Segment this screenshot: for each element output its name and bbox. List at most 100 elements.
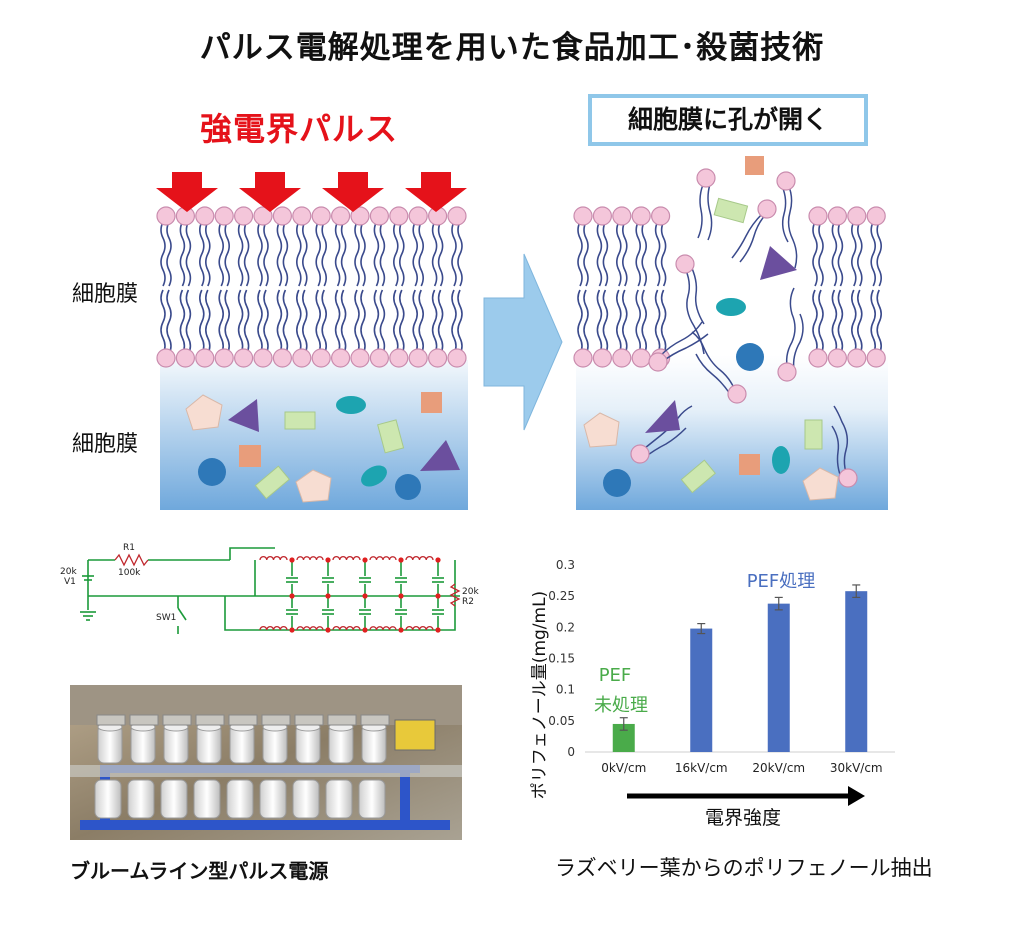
treated-label: PEF処理 <box>747 571 816 592</box>
inductor <box>405 556 434 561</box>
lipid-tail <box>257 289 269 355</box>
teal-ellipse <box>336 396 366 414</box>
lipid-head <box>156 206 176 226</box>
junction-dot <box>289 557 295 563</box>
error-bar <box>697 622 706 635</box>
bar-20kV/cm <box>767 603 790 752</box>
orange-square <box>421 392 442 413</box>
blue-circle <box>198 458 226 486</box>
r2-name-text: R2 <box>462 597 474 607</box>
green-rect <box>284 411 316 430</box>
lipid-head <box>847 206 867 226</box>
resistor-r2 <box>449 583 461 607</box>
pentagon-shape <box>185 394 223 431</box>
lipid-tail <box>160 221 172 287</box>
lipid-tail <box>615 289 628 355</box>
dispersed-lipids <box>639 181 849 481</box>
pentagon-shape <box>802 467 839 501</box>
lipid-head <box>827 206 848 226</box>
lipid-head <box>866 206 886 226</box>
inductor <box>259 556 288 561</box>
capacitor-unit <box>160 714 192 819</box>
lipid-tail <box>315 289 328 355</box>
lipid-tail <box>431 221 444 287</box>
capacitor-unit <box>259 714 291 819</box>
lipid-tail <box>315 221 328 287</box>
triangle-shape <box>645 400 680 433</box>
capacitor <box>322 560 334 630</box>
junction-dot <box>362 627 368 633</box>
lipid-tail <box>812 221 824 287</box>
inductor <box>296 556 324 561</box>
page-title: パルス電解処理を用いた食品加工･殺菌技術 <box>199 30 825 66</box>
error-bar <box>774 596 783 611</box>
lipid-tail <box>392 289 405 355</box>
lipid-head <box>311 348 331 368</box>
r1-value-text: 100k <box>118 568 141 578</box>
lipid-tail <box>850 221 863 287</box>
v1-name-text: V1 <box>64 577 76 587</box>
lipid-tail <box>577 289 589 355</box>
lipid-head <box>408 348 428 368</box>
lipid-tail <box>160 289 172 355</box>
pulse-arrow-3 <box>322 172 384 212</box>
resistor-r1 <box>114 553 149 567</box>
lipid-tail <box>354 289 366 355</box>
junction-dot <box>325 557 331 563</box>
untreated-label-2: 未処理 <box>594 695 648 716</box>
source-v1 <box>80 575 96 621</box>
membrane-right <box>573 206 886 368</box>
capacitor <box>359 560 371 630</box>
junction-dot <box>325 627 331 633</box>
lipid-tail <box>596 221 609 287</box>
capacitor-unit <box>94 714 126 819</box>
polyphenol-chart: ポリフェノール量(mg/mL) 00.050.10.150.20.250.3 0… <box>530 558 895 829</box>
capacitor-unit <box>325 714 357 819</box>
inductor <box>369 626 397 631</box>
membrane-illustration <box>156 156 888 510</box>
pulse-arrow-1 <box>156 172 218 212</box>
pentagon-shape <box>583 412 620 448</box>
lipid-tail <box>218 289 230 355</box>
lipid-head <box>389 206 409 226</box>
lipid-head <box>592 206 613 226</box>
lipid-head <box>272 206 292 226</box>
pentagon-shape <box>295 469 332 503</box>
x-tick-label: 30kV/cm <box>830 761 883 775</box>
lipid-head <box>573 206 593 226</box>
teal-ellipse <box>716 298 746 316</box>
green-rect <box>377 419 405 454</box>
v1-value-text: 20k <box>60 567 77 577</box>
lipid-tail <box>179 289 192 355</box>
field-strength-arrow-head <box>848 786 865 806</box>
lipid-head <box>631 348 651 368</box>
blue-circle <box>603 469 631 497</box>
transition-arrow <box>483 253 563 431</box>
inductor <box>369 556 397 561</box>
lipid-head <box>408 206 428 226</box>
orange-square <box>239 445 261 467</box>
lipid-head <box>808 206 828 226</box>
lipid-tail <box>218 221 230 287</box>
lipid-tail <box>870 289 883 355</box>
untreated-label-1: PEF <box>599 665 632 686</box>
lipid-head <box>272 348 292 368</box>
lipid-tail <box>276 289 289 355</box>
lipid-tail <box>635 289 648 355</box>
lipid-head <box>808 348 828 368</box>
lipid-tail <box>831 289 844 355</box>
junction-dot <box>325 593 331 599</box>
switch-sw1 <box>177 596 187 634</box>
triangle-shape <box>760 246 797 280</box>
orange-square <box>739 454 760 475</box>
lipid-tail <box>199 221 211 287</box>
pulse-arrow-4 <box>405 172 467 212</box>
lipid-head <box>847 348 867 368</box>
lipid-tail <box>237 221 250 287</box>
x-tick-label: 16kV/cm <box>675 761 728 775</box>
lipid-head <box>331 348 351 368</box>
capacitor-unit <box>226 714 258 819</box>
triangle-shape <box>228 399 259 432</box>
x-tick-label: 20kV/cm <box>752 761 805 775</box>
photo-caption: ブルームライン型パルス電源 <box>70 859 329 883</box>
